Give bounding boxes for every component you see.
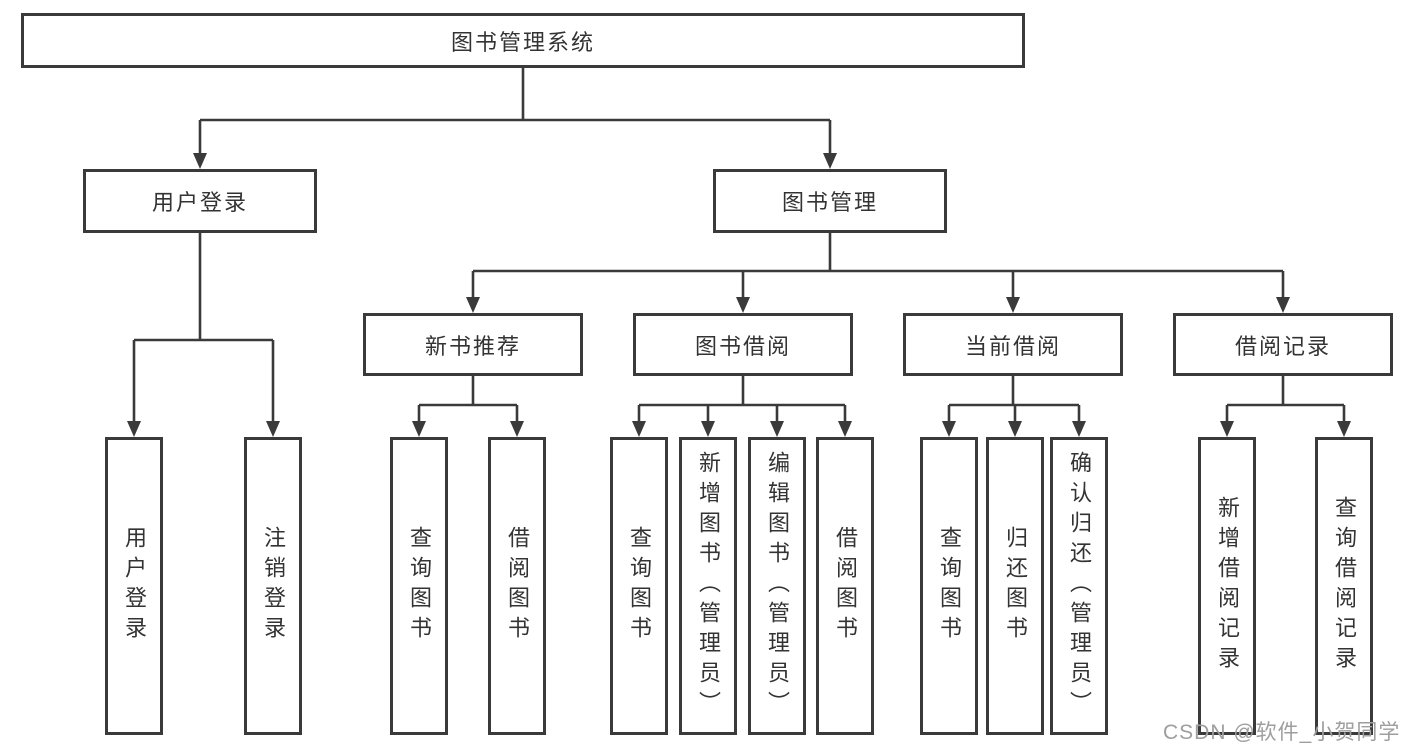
node-label: 当前借阅 <box>964 333 1061 359</box>
leaf-edit-book-admin: 编辑图书（管理员） <box>748 437 806 735</box>
leaf-label: 用户登录 <box>122 526 147 646</box>
leaf-label: 注销登录 <box>261 526 286 646</box>
node-book-borrow: 图书借阅 <box>633 313 853 376</box>
leaf-label: 借阅图书 <box>505 526 530 646</box>
leaf-return-book: 归还图书 <box>986 437 1044 735</box>
leaf-label: 归还图书 <box>1003 526 1028 646</box>
leaf-label: 查询图书 <box>937 526 962 646</box>
leaf-label: 新增图书（管理员） <box>696 451 721 721</box>
leaf-add-book-admin: 新增图书（管理员） <box>679 437 737 735</box>
leaf-label: 查询图书 <box>407 526 432 646</box>
node-root-library-system: 图书管理系统 <box>21 13 1025 68</box>
leaf-add-borrow-record: 新增借阅记录 <box>1198 437 1256 735</box>
leaf-label: 编辑图书（管理员） <box>765 451 790 721</box>
node-book-management: 图书管理 <box>713 169 947 233</box>
leaf-user-login: 用户登录 <box>105 437 163 735</box>
csdn-watermark: CSDN @软件_小贺同学 <box>1163 721 1401 744</box>
leaf-label: 确认归还（管理员） <box>1067 451 1092 721</box>
leaf-label: 新增借阅记录 <box>1215 496 1240 676</box>
leaf-label: 查询借阅记录 <box>1332 496 1357 676</box>
arrowhead-icons <box>127 153 1351 437</box>
node-label: 用户登录 <box>151 190 248 215</box>
node-label: 图书管理系统 <box>450 29 595 55</box>
leaf-query-borrow-record: 查询借阅记录 <box>1315 437 1373 735</box>
leaf-borrow-books-recommend: 借阅图书 <box>488 437 546 735</box>
node-label: 借阅记录 <box>1234 333 1331 359</box>
node-borrow-record: 借阅记录 <box>1173 313 1393 376</box>
node-new-book-recommend: 新书推荐 <box>363 313 583 376</box>
node-label: 新书推荐 <box>424 333 521 359</box>
leaf-label: 借阅图书 <box>833 526 858 646</box>
node-label: 图书管理 <box>781 190 878 215</box>
leaf-query-books-recommend: 查询图书 <box>390 437 448 735</box>
leaf-label: 查询图书 <box>627 526 652 646</box>
node-label: 图书借阅 <box>694 333 791 359</box>
leaf-confirm-return-admin: 确认归还（管理员） <box>1050 437 1108 735</box>
leaf-borrow-books-borrow: 借阅图书 <box>816 437 874 735</box>
leaf-query-books-current: 查询图书 <box>920 437 978 735</box>
node-current-borrow: 当前借阅 <box>903 313 1123 376</box>
leaf-logout: 注销登录 <box>244 437 302 735</box>
leaf-query-books-borrow: 查询图书 <box>610 437 668 735</box>
node-user-login: 用户登录 <box>83 169 317 233</box>
